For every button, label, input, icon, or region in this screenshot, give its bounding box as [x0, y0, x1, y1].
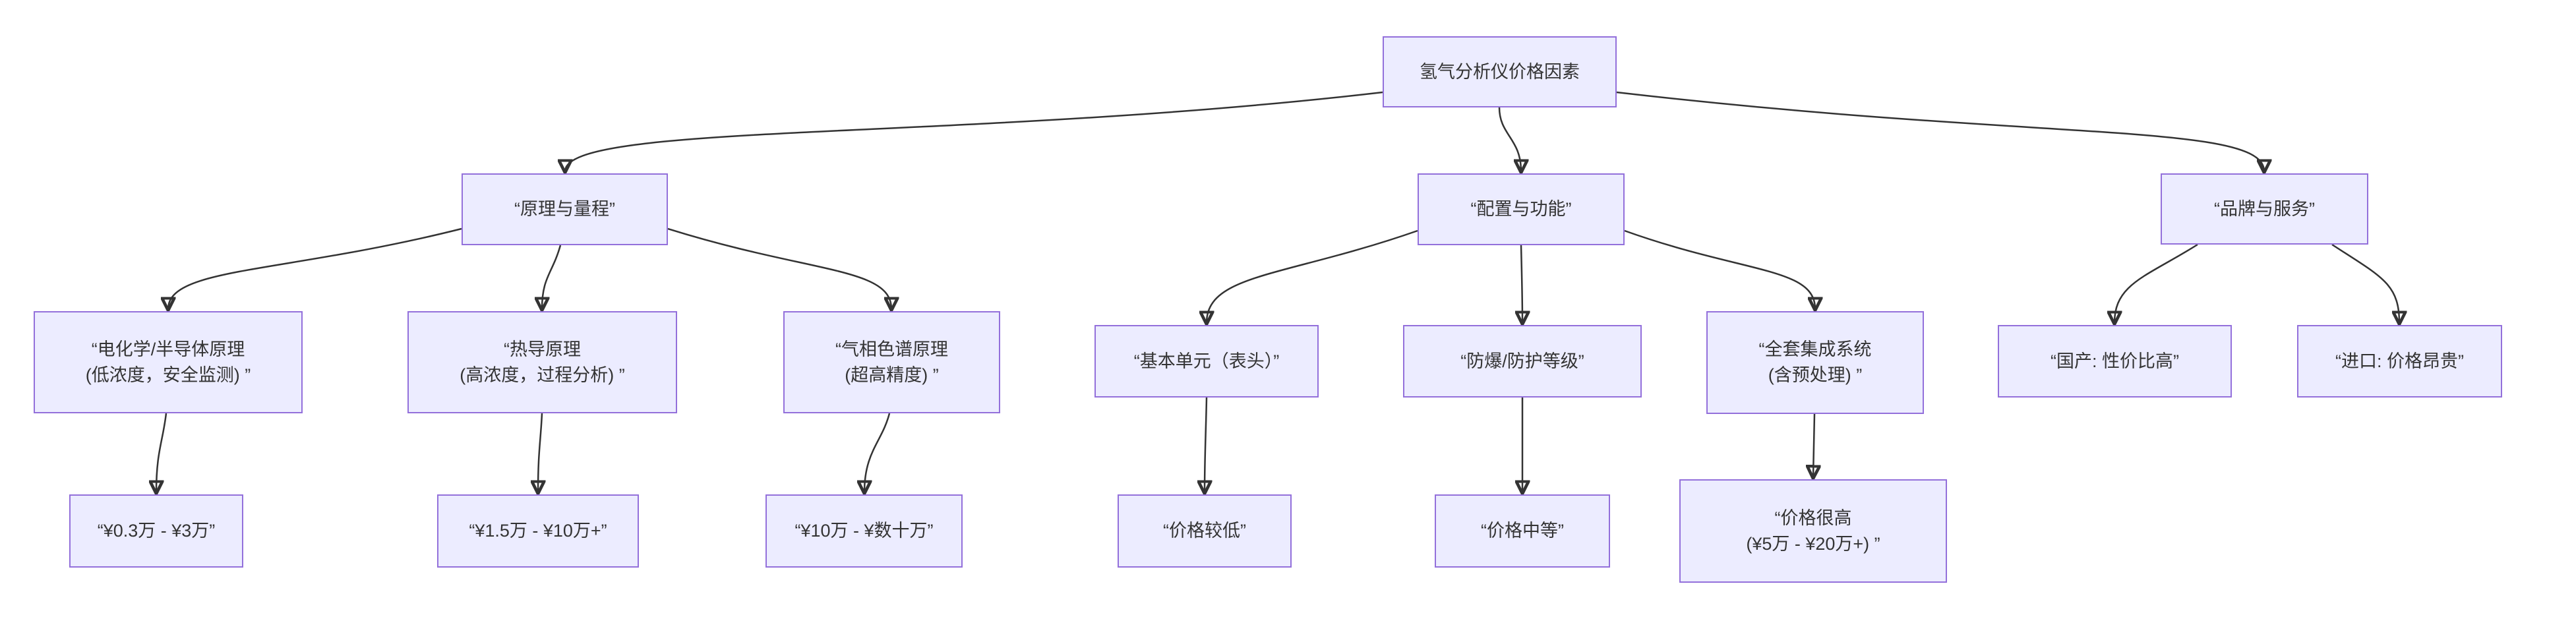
edge-root-to-brand-service	[1616, 91, 2264, 171]
edge-electrochemical-to-range-low	[156, 413, 167, 492]
node-range-low: “¥0.3万 - ¥3万”	[69, 494, 243, 568]
node-basic-unit: “基本单元（表头）”	[1094, 325, 1319, 398]
edge-principle-to-gas-chromatography	[667, 227, 891, 309]
edge-config-to-integrated-system	[1624, 229, 1815, 309]
node-thermal-conductivity: “热导原理 (高浓度，过程分析) ”	[407, 311, 677, 413]
node-range-high: “¥10万 - ¥数十万”	[765, 494, 963, 568]
node-gas-chromatography: “气相色谱原理 (超高精度) ”	[783, 311, 1000, 413]
node-electrochemical: “电化学/半导体原理 (低浓度，安全监测) ”	[34, 311, 303, 413]
edge-basic-unit-to-price-low	[1205, 397, 1207, 492]
node-price-high: “价格很高 (¥5万 - ¥20万+) ”	[1679, 479, 1947, 583]
node-principle-range: “原理与量程”	[462, 173, 668, 245]
edge-brand-to-domestic	[2114, 243, 2198, 323]
edge-principle-to-electrochemical	[168, 227, 462, 309]
edge-integrated-system-to-price-high	[1813, 413, 1814, 477]
edge-root-to-principle-range	[565, 91, 1383, 171]
edge-root-to-config-function	[1498, 107, 1521, 171]
edge-config-to-explosion-proof	[1521, 245, 1522, 323]
node-brand-service: “品牌与服务”	[2161, 173, 2368, 245]
edge-gas-chromatography-to-range-high	[864, 413, 891, 492]
edge-brand-to-imported	[2331, 243, 2399, 323]
node-price-low: “价格较低”	[1118, 494, 1292, 568]
edge-principle-to-thermal	[542, 245, 562, 309]
node-domestic: “国产: 性价比高”	[1998, 325, 2232, 398]
node-explosion-proof: “防爆/防护等级”	[1403, 325, 1642, 398]
node-range-mid: “¥1.5万 - ¥10万+”	[437, 494, 639, 568]
edge-config-to-basic-unit	[1207, 229, 1418, 323]
node-imported: “进口: 价格昂贵”	[2297, 325, 2502, 398]
node-price-mid: “价格中等”	[1435, 494, 1610, 568]
node-root: 氢气分析仪价格因素	[1383, 36, 1617, 107]
edge-thermal-to-range-mid	[538, 413, 542, 492]
node-config-function: “配置与功能”	[1418, 173, 1625, 245]
node-integrated-system: “全套集成系统 (含预处理) ”	[1706, 311, 1924, 414]
